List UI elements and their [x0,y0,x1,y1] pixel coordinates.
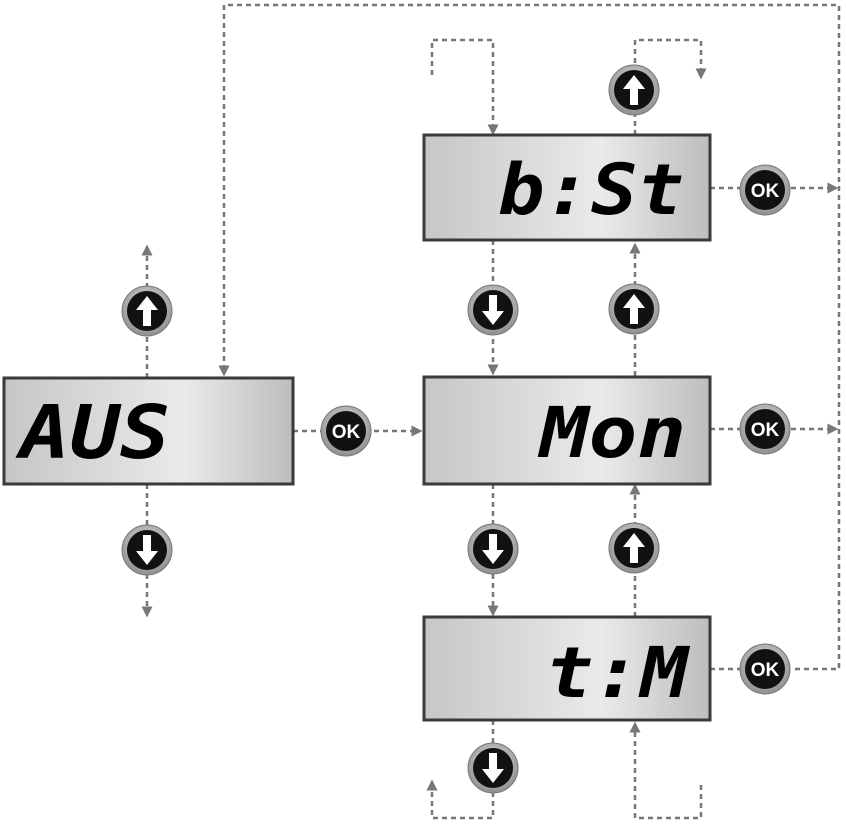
connector-bottom-right-loop [629,721,703,820]
display-tm-text: t:M [546,632,691,714]
display-mon: Mon [422,375,712,486]
ok-label: OK [751,660,780,681]
ok-label: OK [751,420,780,441]
arrow-down-icon [467,523,519,575]
display-tm: t:M [422,615,712,722]
connector-top-left-loop [430,38,499,136]
ok-button-aus[interactable]: OK [320,405,372,457]
arrow-down-icon [121,524,173,576]
down-button-mon[interactable] [467,523,519,575]
ok-button-tm[interactable]: OK [739,643,791,695]
up-button-aus[interactable] [121,285,173,337]
down-button-bst[interactable] [467,284,519,336]
connector-return-loop [218,3,841,671]
up-button-bst[interactable] [608,64,660,116]
arrow-up-icon [608,64,660,116]
up-button-tm[interactable] [608,522,660,574]
display-mon-text: Mon [538,392,686,474]
arrow-up-icon [121,285,173,337]
down-button-tm[interactable] [467,742,519,794]
arrow-up-icon [608,283,660,335]
display-bst-text: b:St [498,149,684,231]
ok-label: OK [751,181,780,202]
arrow-up-icon [608,522,660,574]
arrow-down-icon [467,284,519,336]
display-aus: AUS [2,376,295,486]
ok-button-mon[interactable]: OK [739,403,791,455]
arrow-down-icon [467,742,519,794]
down-button-aus[interactable] [121,524,173,576]
display-bst: b:St [422,133,712,242]
up-button-mon[interactable] [608,283,660,335]
ok-button-bst[interactable]: OK [739,164,791,216]
ok-label: OK [332,422,361,443]
display-aus-text: AUS [14,390,170,476]
